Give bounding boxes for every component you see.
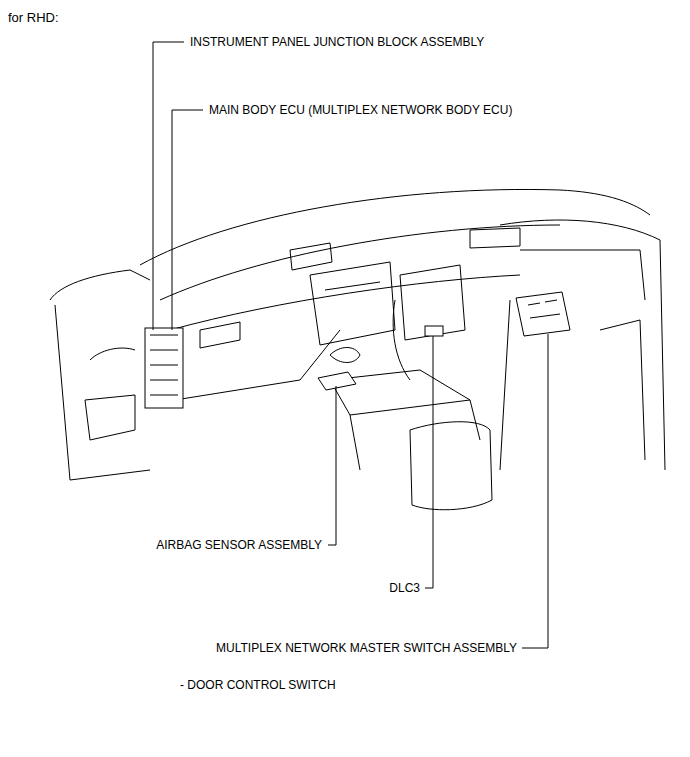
airbag-sensor (318, 372, 356, 390)
center-stack (310, 262, 395, 363)
leader-line (522, 334, 548, 648)
part-label: - DOOR CONTROL SWITCH (180, 678, 336, 692)
leader-line (328, 386, 336, 545)
steering-column (393, 265, 465, 380)
dashboard-face (170, 275, 520, 330)
part-label: MAIN BODY ECU (MULTIPLEX NETWORK BODY EC… (209, 103, 512, 117)
left-door-outline (50, 270, 150, 300)
heading: for RHD: (8, 11, 59, 25)
part-label: MULTIPLEX NETWORK MASTER SWITCH ASSEMBLY (216, 641, 517, 655)
windshield-edge (140, 189, 650, 265)
part-label: AIRBAG SENSOR ASSEMBLY (156, 538, 322, 552)
dlc3-connector (425, 326, 443, 336)
air-vent (200, 322, 240, 348)
air-vent (290, 228, 520, 270)
armrest (410, 422, 492, 510)
leader-line (425, 336, 433, 588)
part-label: DLC3 (389, 581, 420, 595)
dashboard-top (160, 225, 560, 300)
right-door-outline (500, 220, 665, 470)
junction-block (145, 328, 183, 408)
part-label: INSTRUMENT PANEL JUNCTION BLOCK ASSEMBLY (190, 35, 484, 49)
leader-line (172, 110, 203, 330)
master-switch (516, 292, 570, 336)
leader-line (153, 42, 184, 330)
junction-block-detail (150, 335, 178, 395)
left-door-panel (55, 305, 150, 480)
